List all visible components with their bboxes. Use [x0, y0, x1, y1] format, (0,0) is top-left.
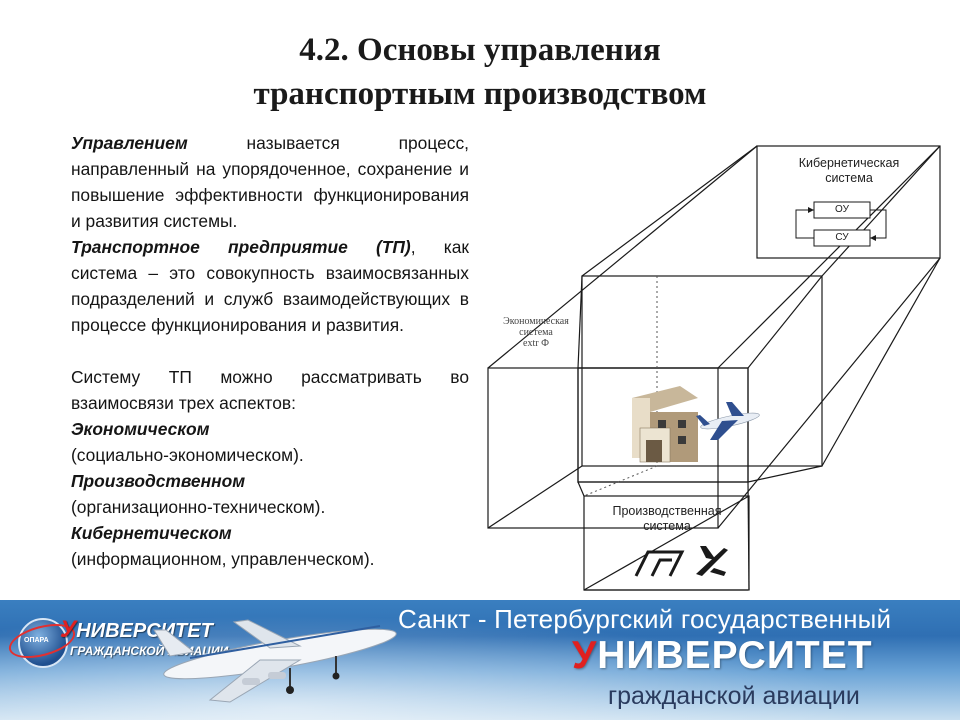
footer-banner: ОПАРА УНИВЕРСИТЕТ ГРАЖДАНСКОЙ АВИАЦИИ Са… [0, 600, 960, 720]
systems-diagram: Кибернетическая система ОУ СУ Экономичес… [482, 136, 952, 596]
body-text: Управлением называется процесс, направле… [71, 130, 469, 572]
aspect-term: Кибернетическом [71, 523, 232, 543]
title-line-1: 4.2. Основы управления [299, 32, 661, 68]
footer-university: УНИВЕРСИТЕТ [572, 634, 873, 677]
airplane-icon [696, 402, 760, 440]
logo-badge-text: ОПАРА [24, 637, 49, 644]
slide-title: 4.2. Основы управления транспортным прои… [0, 28, 960, 116]
globe-icon [18, 618, 68, 668]
box-front-face [577, 367, 749, 483]
footer-line-spb: Санкт - Петербургский государственный [398, 604, 892, 634]
diagram-lines [487, 145, 941, 591]
term-enterprise: Транспортное предприятие (ТП) [71, 237, 411, 257]
box-back-face [581, 275, 823, 467]
title-line-2: транспортным производством [253, 76, 707, 112]
paragraph-enterprise: Транспортное предприятие (ТП), как систе… [71, 234, 469, 338]
loop-left [795, 209, 814, 239]
econ-label: Экономическая система extr Ф [503, 316, 569, 349]
production-pictogram [634, 550, 685, 577]
ou-label: ОУ [835, 204, 849, 215]
aspect-detail: (организационно-техническом). [71, 497, 326, 517]
loop-right [870, 209, 887, 239]
paragraph-aspects-intro: Систему ТП можно рассматривать во взаимо… [71, 367, 469, 413]
cyber-label: Кибернетическая система [798, 156, 900, 185]
paragraph-management: Управлением называется процесс, направле… [71, 130, 469, 234]
footer-civil-aviation: гражданской авиации [608, 682, 860, 710]
prod-label: Производственная система [612, 504, 722, 533]
definition-management: называется процесс, направленный на упор… [71, 133, 469, 231]
su-label: СУ [835, 232, 849, 243]
aspect-term: Производственном [71, 471, 246, 491]
building-icon [632, 386, 698, 463]
definition-enterprise: , как система – это совокупность взаимос… [71, 237, 470, 335]
cyber-panel [756, 145, 941, 259]
aspect-detail: (социально-экономическом). [71, 445, 304, 465]
jet-airliner-icon [153, 619, 397, 703]
small-plane-icon [696, 546, 728, 576]
term-management: Управлением [71, 133, 188, 153]
aspect-list: Экономическом (социально-экономическом).… [71, 416, 469, 572]
aspect-term: Экономическом [71, 419, 210, 439]
spacer [71, 338, 469, 364]
logo-university: УНИВЕРСИТЕТ [60, 616, 213, 643]
aspect-detail: (информационном, управленческом). [71, 549, 375, 569]
